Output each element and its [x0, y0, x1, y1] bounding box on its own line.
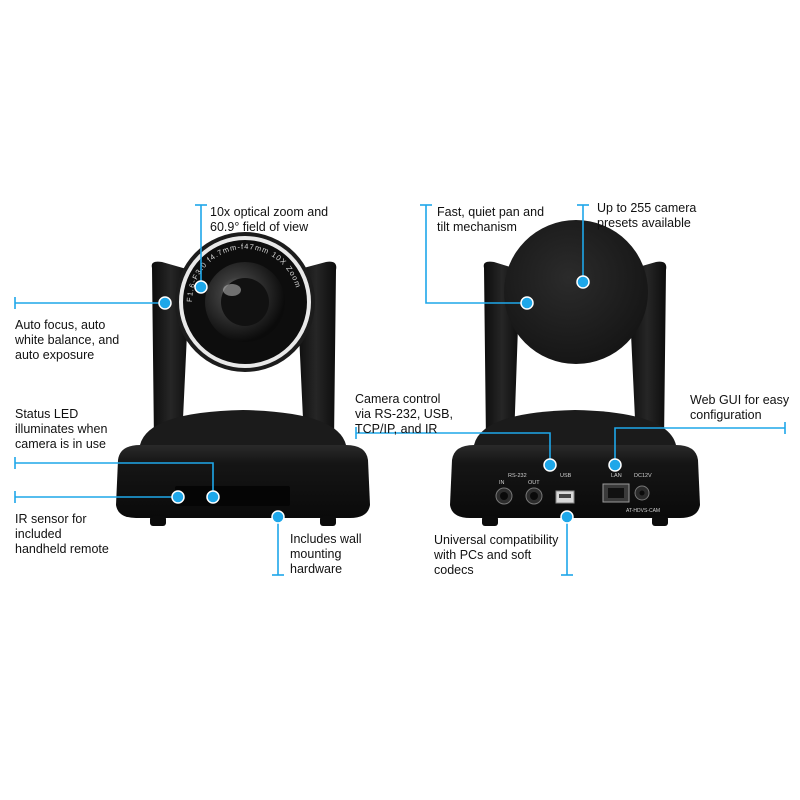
rear-back-disc — [504, 220, 648, 364]
callout-wall-mount: Includes wall mounting hardware — [290, 532, 362, 576]
rear-foot-right — [652, 516, 668, 526]
front-lens-reflection — [223, 284, 241, 296]
callout-autofocus: Auto focus, auto white balance, and auto… — [15, 318, 120, 362]
callout-status-led: Status LED illuminates when camera is in… — [15, 407, 108, 451]
callout-dot-pan-tilt — [520, 296, 534, 310]
callout-dot-web-gui — [608, 458, 622, 472]
callout-line-web-gui — [614, 427, 785, 465]
callout-dot-camera-control — [543, 458, 557, 472]
dc-power-port-pin — [639, 490, 645, 496]
port-label-out: OUT — [528, 480, 540, 486]
front-panel-window — [175, 486, 290, 506]
front-camera: F1.6-F3.0 f4.7mm-f47mm 10X Zoom — [116, 232, 370, 526]
callout-camera-control: Camera control via RS-232, USB, TCP/IP, … — [355, 392, 453, 436]
port-label-lan: LAN — [611, 473, 622, 479]
front-turntable — [140, 410, 346, 445]
rear-base — [450, 445, 700, 518]
callout-dot-status-led — [206, 490, 220, 504]
callout-dot-zoom — [194, 280, 208, 294]
callout-pan-tilt: Fast, quiet pan and tilt mechanism — [437, 205, 545, 234]
callout-markers — [14, 204, 786, 576]
rs232-out-port-pins — [530, 492, 538, 500]
callout-line-camera-control — [356, 432, 551, 465]
callout-dots — [158, 275, 622, 524]
front-foot-left — [150, 516, 166, 526]
callout-line-pan-tilt — [425, 205, 527, 304]
callout-ir-sensor: IR sensor for included handheld remote — [15, 512, 109, 556]
usb-port-slot — [559, 494, 571, 498]
rear-camera: RS-232 IN OUT USB LAN DC12V AT-HDVS-CAM — [450, 220, 700, 526]
lan-port-socket — [608, 488, 624, 498]
callout-dot-wall-mount — [271, 510, 285, 524]
port-label-usb: USB — [560, 473, 572, 479]
front-base — [116, 445, 370, 518]
callout-line-status-led — [15, 462, 214, 497]
callout-presets: Up to 255 camera presets available — [597, 201, 697, 230]
front-foot-right — [320, 516, 336, 526]
rs232-in-port-pins — [500, 492, 508, 500]
port-label-rs232: RS-232 — [508, 473, 527, 479]
callout-dot-ir-sensor — [171, 490, 185, 504]
model-label: AT-HDVS-CAM — [626, 508, 660, 514]
callout-dot-presets — [576, 275, 590, 289]
callout-web-gui: Web GUI for easy configuration — [690, 393, 790, 422]
port-label-in: IN — [499, 480, 505, 486]
callout-zoom: 10x optical zoom and 60.9° field of view — [210, 205, 329, 234]
rear-foot-left — [482, 516, 498, 526]
port-label-dc: DC12V — [634, 473, 652, 479]
callout-dot-autofocus — [158, 296, 172, 310]
callout-universal: Universal compatibility with PCs and sof… — [434, 533, 559, 577]
callout-dot-universal — [560, 510, 574, 524]
rear-turntable — [474, 410, 676, 445]
